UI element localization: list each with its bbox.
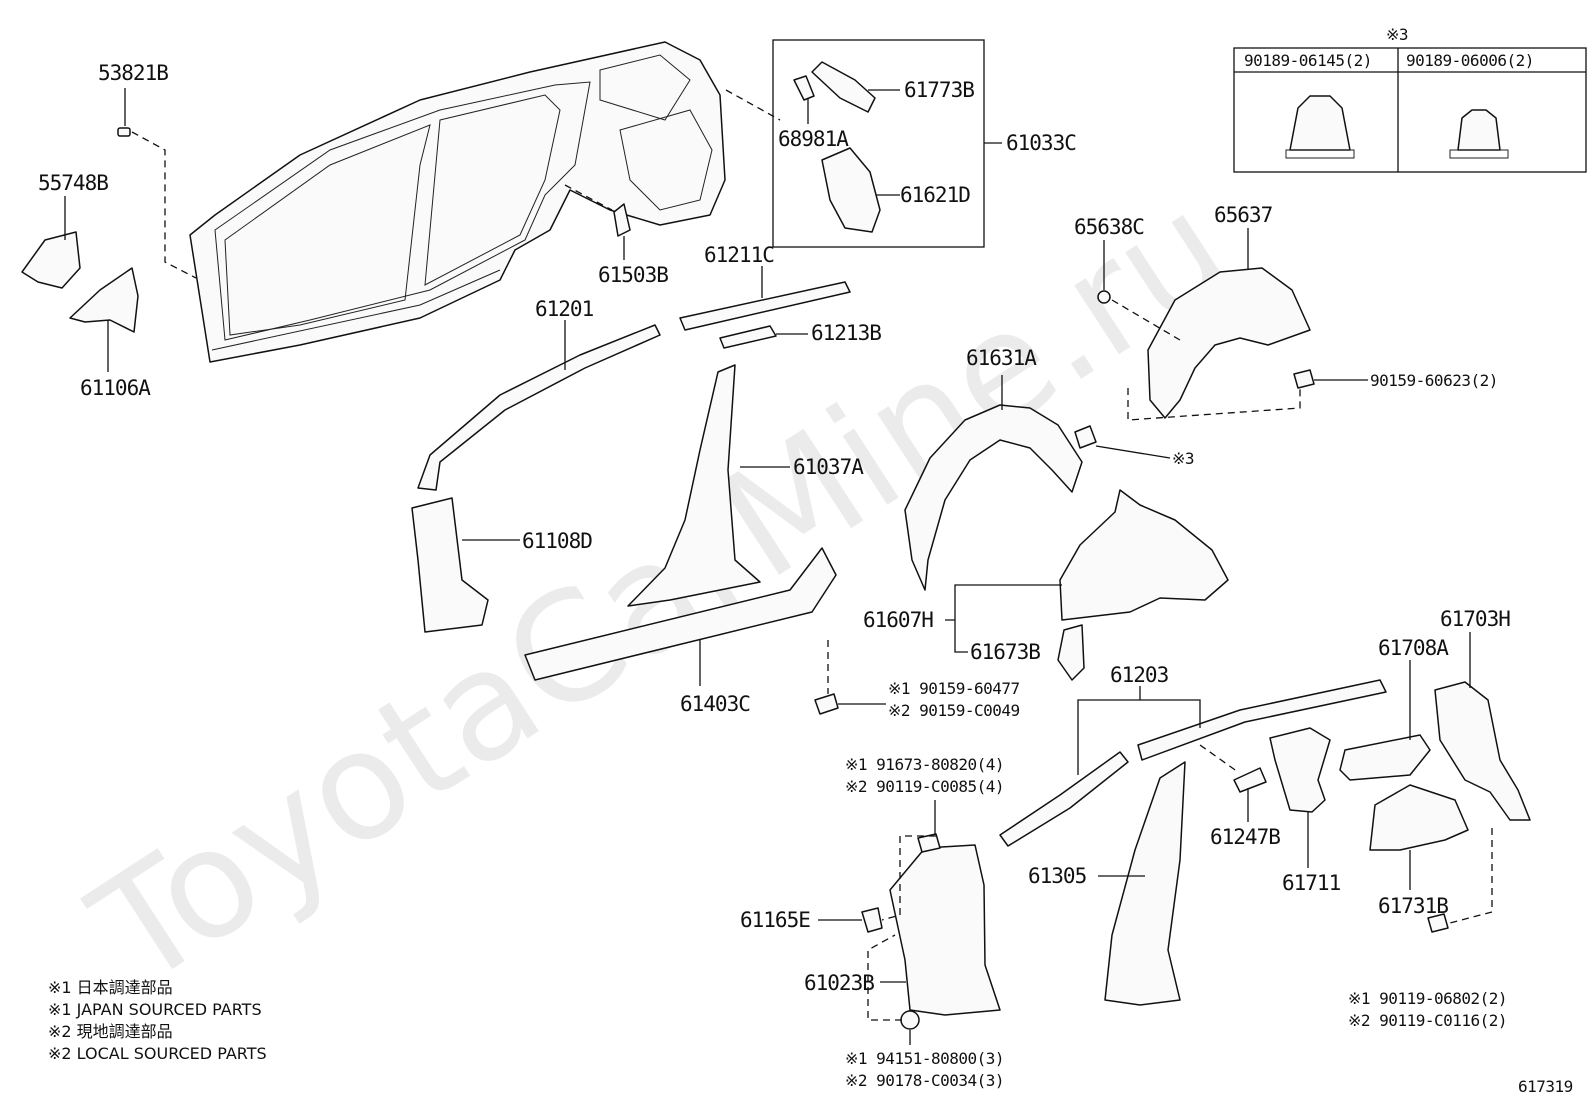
callout-61213B: 61213B bbox=[811, 321, 881, 345]
part-61211C bbox=[679, 281, 851, 331]
part-61773B bbox=[811, 61, 876, 113]
legend-line-3: ※2 現地調達部品 bbox=[48, 1022, 173, 1041]
clip-table-col1: 90189-06145(2) bbox=[1244, 51, 1372, 70]
part-clip-mark3 bbox=[1074, 425, 1097, 449]
legend-line-2: ※1 JAPAN SOURCED PARTS bbox=[48, 1000, 262, 1019]
callout-90159-60623: 90159-60623(2) bbox=[1370, 371, 1498, 390]
callout-90159-C0049: ※2 90159-C0049 bbox=[888, 701, 1020, 720]
callout-90159-60477: ※1 90159-60477 bbox=[888, 679, 1020, 698]
part-61607H bbox=[1059, 489, 1229, 621]
part-bolt-91673-80820 bbox=[917, 833, 941, 853]
part-61403C bbox=[524, 547, 837, 681]
part-61305 bbox=[1104, 761, 1186, 1006]
part-55748B bbox=[21, 231, 81, 289]
part-61165E bbox=[861, 907, 883, 933]
part-61631A bbox=[904, 404, 1083, 591]
part-61203-rear bbox=[1137, 679, 1387, 761]
part-61108D bbox=[411, 497, 489, 633]
callout-94151-80800: ※1 94151-80800(3) bbox=[845, 1049, 1004, 1068]
callout-61211C: 61211C bbox=[704, 243, 774, 267]
callout-61108D: 61108D bbox=[522, 529, 592, 553]
callout-61607H: 61607H bbox=[863, 608, 933, 632]
part-bolt-90119-06802 bbox=[1427, 913, 1449, 933]
callout-61631A: 61631A bbox=[966, 346, 1037, 370]
callout-65637: 65637 bbox=[1214, 203, 1273, 227]
part-nut-94151-80800 bbox=[900, 1010, 920, 1030]
part-61711 bbox=[1269, 727, 1331, 813]
clip-icon-90189-06006 bbox=[1457, 109, 1501, 151]
callout-90119-C0085: ※2 90119-C0085(4) bbox=[845, 777, 1004, 796]
legend: ※1 日本調達部品 ※1 JAPAN SOURCED PARTS ※2 現地調達… bbox=[48, 978, 267, 1063]
callout-61708A: 61708A bbox=[1378, 636, 1449, 660]
callout-65638C: 65638C bbox=[1074, 215, 1144, 239]
side-body-outer-panel bbox=[189, 41, 726, 363]
diagram-id: 617319 bbox=[1518, 1077, 1573, 1096]
callout-61673B: 61673B bbox=[970, 640, 1040, 664]
callout-53821B: 53821B bbox=[98, 61, 168, 85]
part-61731B bbox=[1369, 784, 1469, 851]
part-61621D bbox=[821, 147, 881, 233]
part-53821B-clip bbox=[117, 127, 131, 137]
part-61201 bbox=[417, 324, 661, 491]
part-61247B bbox=[1233, 767, 1267, 793]
part-68981A bbox=[793, 75, 815, 101]
callout-61165E: 61165E bbox=[740, 908, 810, 932]
callout-labels: 53821B 55748B 61106A 61503B 61201 61211C… bbox=[38, 61, 1511, 1090]
clip-table: ※3 90189-06145(2) 90189-06006(2) bbox=[1233, 25, 1587, 173]
callout-61703H: 61703H bbox=[1440, 607, 1510, 631]
callout-61403C: 61403C bbox=[680, 692, 750, 716]
callout-61503B: 61503B bbox=[598, 263, 668, 287]
clip-icon-90189-06145 bbox=[1289, 95, 1351, 151]
callout-55748B: 55748B bbox=[38, 171, 108, 195]
callout-61203: 61203 bbox=[1110, 663, 1169, 687]
callout-61247B: 61247B bbox=[1210, 825, 1280, 849]
part-61503B bbox=[613, 203, 631, 237]
part-61708A bbox=[1339, 734, 1431, 781]
callout-61037A: 61037A bbox=[793, 455, 864, 479]
callout-61711: 61711 bbox=[1282, 871, 1341, 895]
part-65638C-nut bbox=[1097, 290, 1111, 304]
legend-line-4: ※2 LOCAL SOURCED PARTS bbox=[48, 1044, 267, 1063]
callout-90119-06802: ※1 90119-06802(2) bbox=[1348, 989, 1507, 1008]
part-61037A bbox=[627, 364, 761, 607]
part-65637 bbox=[1147, 267, 1311, 419]
part-bolt-90159-60477 bbox=[814, 693, 839, 715]
part-61023B bbox=[889, 844, 1001, 1016]
callout-61033C: 61033C bbox=[1006, 131, 1076, 155]
callout-61621D: 61621D bbox=[900, 183, 970, 207]
callout-90178-C0034: ※2 90178-C0034(3) bbox=[845, 1071, 1004, 1090]
part-90159-60623-bolt bbox=[1293, 369, 1315, 389]
callout-61106A: 61106A bbox=[80, 376, 151, 400]
leader-lines bbox=[64, 88, 1493, 1045]
callout-61201: 61201 bbox=[535, 297, 594, 321]
callout-mark3: ※3 bbox=[1172, 449, 1194, 468]
callout-91673-80820: ※1 91673-80820(4) bbox=[845, 755, 1004, 774]
part-61673B bbox=[1057, 624, 1085, 681]
part-61106A bbox=[69, 267, 139, 333]
callout-61305: 61305 bbox=[1028, 864, 1086, 888]
legend-line-1: ※1 日本調達部品 bbox=[48, 978, 173, 997]
callout-90119-C0116: ※2 90119-C0116(2) bbox=[1348, 1011, 1507, 1030]
callout-68981A: 68981A bbox=[778, 127, 849, 151]
clip-table-col2: 90189-06006(2) bbox=[1406, 51, 1534, 70]
callout-61773B: 61773B bbox=[904, 78, 974, 102]
clip-table-mark: ※3 bbox=[1386, 25, 1408, 44]
part-61703H bbox=[1434, 681, 1531, 821]
part-61203-front bbox=[999, 751, 1129, 847]
callout-61023B: 61023B bbox=[804, 971, 874, 995]
callout-61731B: 61731B bbox=[1378, 894, 1448, 918]
part-61213B bbox=[719, 325, 777, 349]
